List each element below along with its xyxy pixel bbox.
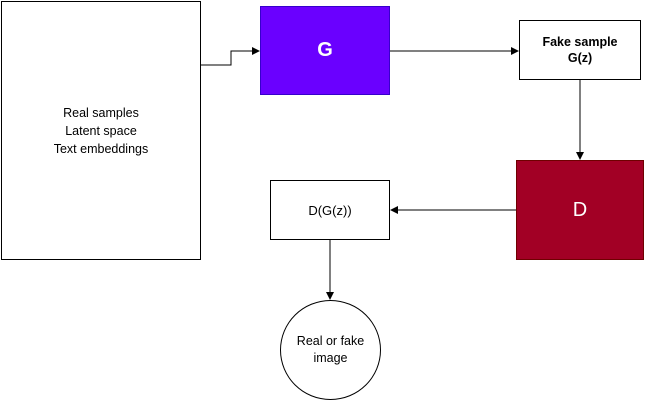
fake-sample-label: Fake sample: [542, 35, 618, 49]
discriminator-label: D: [572, 198, 588, 221]
generator-node: G: [260, 6, 390, 95]
inputs-line-text-embeddings: Text embeddings: [53, 141, 149, 156]
result-label-line2: image: [313, 351, 348, 365]
discriminator-node: D: [516, 160, 644, 260]
inputs-box: Real samples Latent space Text embedding…: [1, 1, 201, 260]
fake-sample-node: Fake sample G(z): [519, 20, 641, 80]
generator-label: G: [317, 39, 333, 61]
result-node: Real or fake image: [280, 300, 381, 400]
discriminator-output-node: D(G(z)): [270, 180, 390, 240]
inputs-line-real-samples: Real samples: [63, 105, 139, 120]
fake-sample-formula: G(z): [567, 51, 593, 65]
arrow-inputs-to-generator: [201, 47, 260, 66]
result-label-line1: Real or fake: [296, 334, 365, 348]
inputs-line-latent-space: Latent space: [65, 123, 137, 138]
discriminator-output-label: D(G(z)): [308, 202, 352, 218]
